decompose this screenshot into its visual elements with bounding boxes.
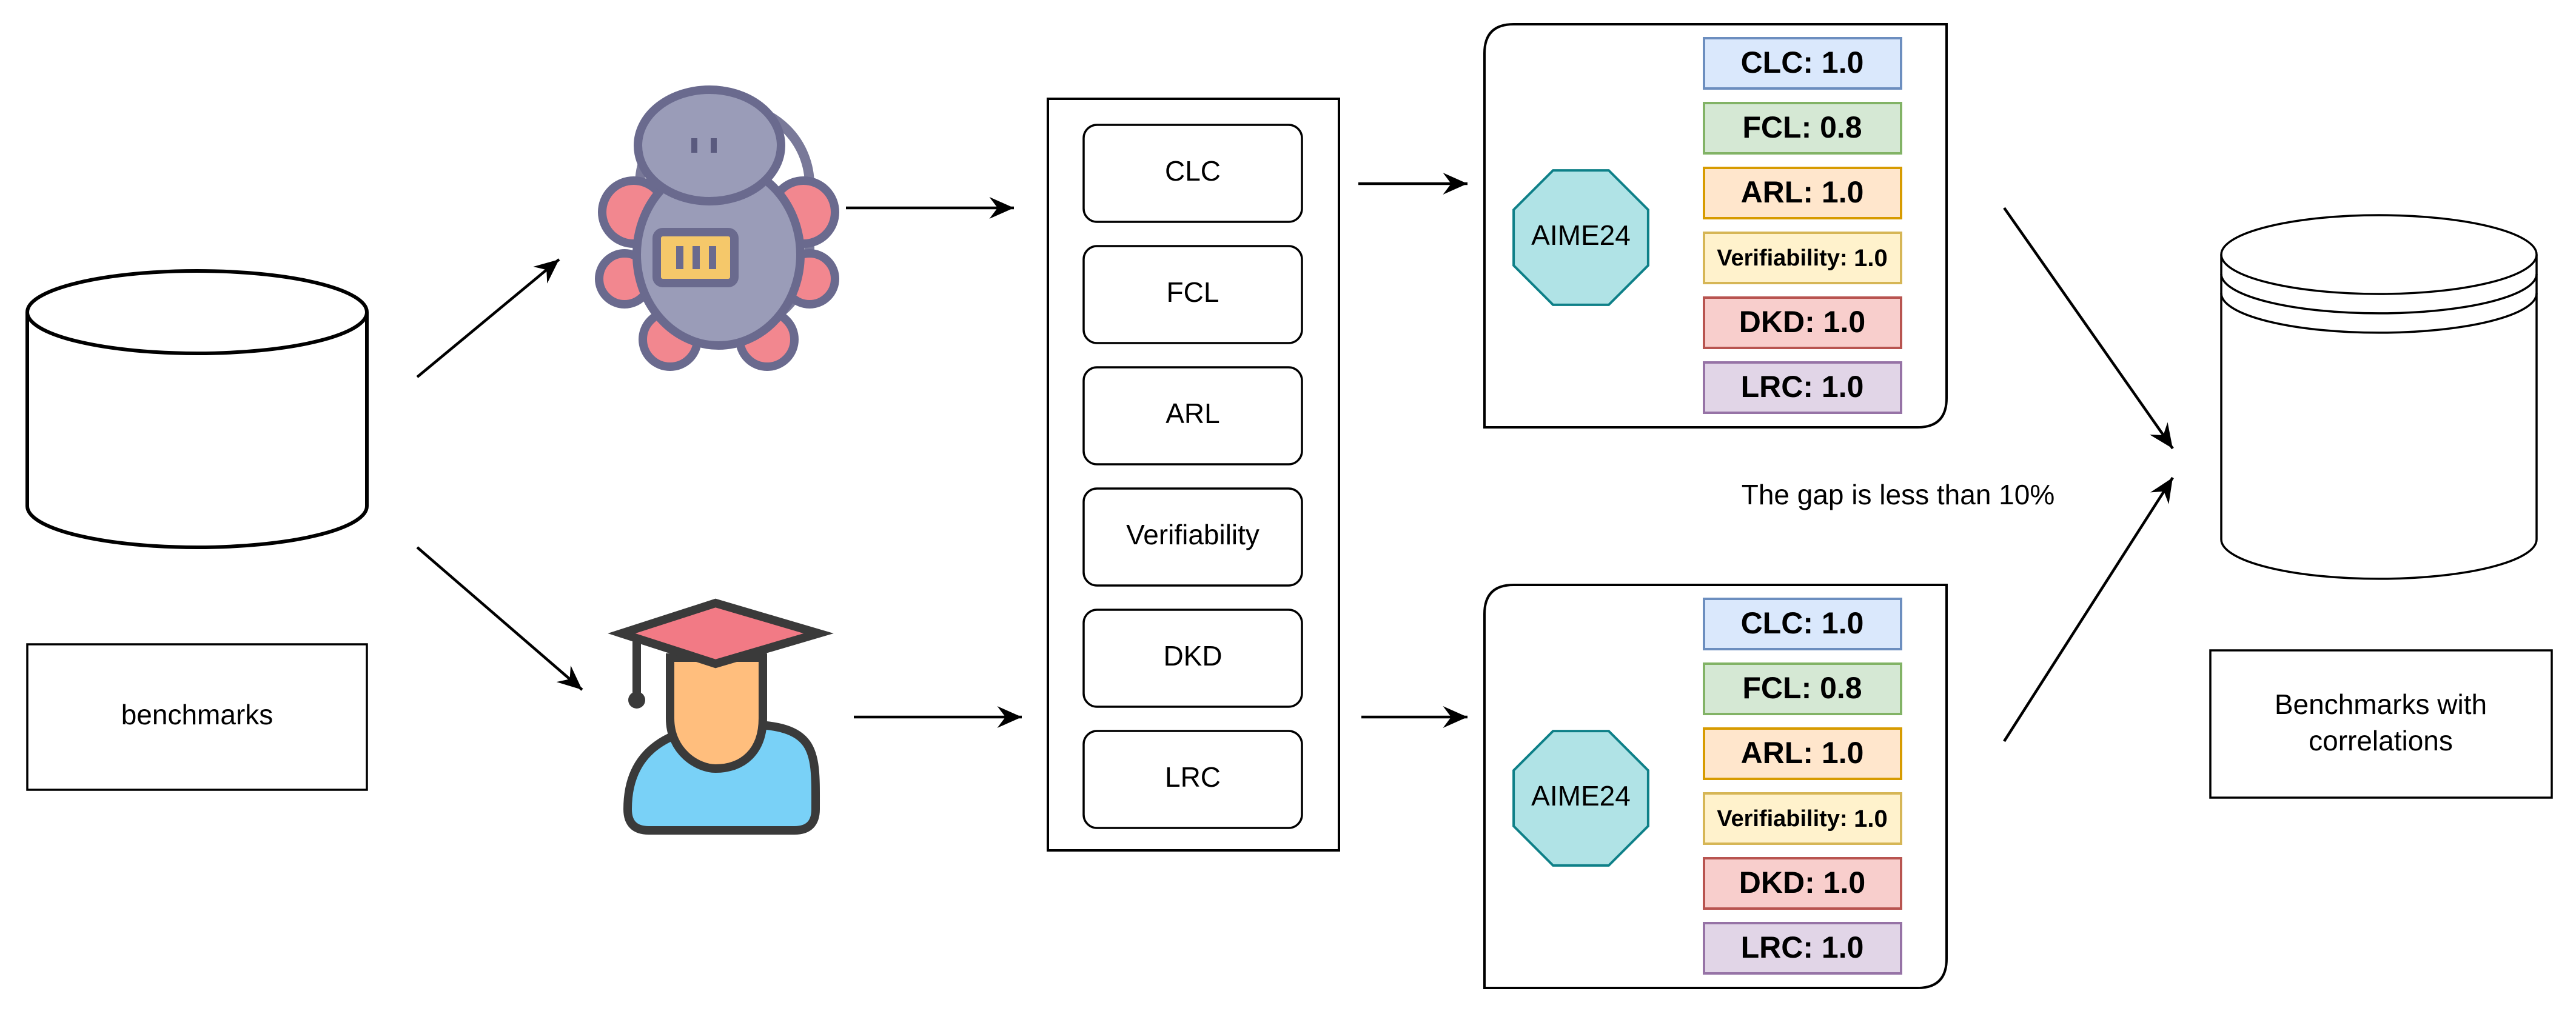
score-value: 1.0	[1822, 606, 1864, 640]
score-separator: :	[1805, 305, 1823, 339]
score-badge-verifiability: Verifiability: 1.0	[1703, 792, 1902, 845]
benchmark-octagon	[1512, 730, 1649, 867]
svg-text:ARL: 1.0: ARL: 1.0	[1741, 736, 1864, 770]
svg-text:CLC: 1.0: CLC: 1.0	[1741, 606, 1864, 640]
score-value: 1.0	[1854, 245, 1888, 272]
criterion-label: CLC	[1165, 155, 1221, 187]
score-badge-fcl: FCL: 0.8	[1703, 102, 1902, 155]
score-separator: :	[1802, 110, 1820, 144]
benchmarks-label: benchmarks	[121, 699, 273, 730]
svg-text:FCL: 0.8: FCL: 0.8	[1742, 110, 1862, 144]
score-value: 1.0	[1822, 930, 1864, 964]
criterion-lrc: LRC	[1082, 730, 1303, 829]
score-metric-name: DKD	[1739, 866, 1805, 899]
score-badge-fcl: FCL: 0.8	[1703, 662, 1902, 715]
score-badge-arl: ARL: 1.0	[1703, 727, 1902, 780]
score-badge-arl: ARL: 1.0	[1703, 167, 1902, 219]
svg-text:Verifiability: 1.0: Verifiability: 1.0	[1717, 806, 1888, 832]
criterion-dkd: DKD	[1082, 609, 1303, 708]
score-value: 1.0	[1823, 305, 1866, 339]
score-metric-name: LRC	[1741, 370, 1803, 404]
criterion-verifiability: Verifiability	[1082, 487, 1303, 587]
svg-text:ARL: 1.0: ARL: 1.0	[1741, 175, 1864, 209]
score-value: 0.8	[1820, 671, 1862, 705]
score-metric-name: ARL	[1741, 175, 1803, 209]
criterion-clc: CLC	[1082, 124, 1303, 223]
score-value: 0.8	[1820, 110, 1862, 144]
benchmark-name: AIME24	[1531, 780, 1631, 812]
svg-text:Verifiability: 1.0: Verifiability: 1.0	[1717, 245, 1888, 272]
svg-text:CLC: 1.0: CLC: 1.0	[1741, 45, 1864, 79]
score-metric-name: CLC	[1741, 45, 1803, 79]
arrow-bottom-panel-to-output	[2003, 476, 2174, 742]
score-badge-lrc: LRC: 1.0	[1703, 922, 1902, 975]
svg-text:FCL: 0.8: FCL: 0.8	[1742, 671, 1862, 705]
criterion-label: Verifiability	[1126, 519, 1259, 550]
score-metric-name: Verifiability	[1717, 245, 1840, 271]
criterion-label: LRC	[1165, 761, 1221, 793]
arrow-db-to-human	[416, 546, 583, 691]
score-value: 1.0	[1822, 45, 1864, 79]
score-metric-name: ARL	[1741, 736, 1803, 770]
criterion-arl: ARL	[1082, 366, 1303, 465]
score-value: 1.0	[1854, 806, 1888, 832]
score-metric-name: CLC	[1741, 606, 1803, 640]
score-badge-lrc: LRC: 1.0	[1703, 361, 1902, 414]
svg-text:DKD: 1.0: DKD: 1.0	[1739, 866, 1865, 899]
svg-text:DKD: 1.0: DKD: 1.0	[1739, 305, 1865, 339]
score-separator: :	[1803, 736, 1822, 770]
score-separator: :	[1803, 175, 1822, 209]
score-separator: :	[1803, 45, 1822, 79]
score-metric-name: Verifiability	[1717, 806, 1840, 832]
score-separator: :	[1803, 606, 1822, 640]
criterion-label: ARL	[1166, 398, 1219, 429]
robot-icon	[595, 85, 839, 371]
criteria-panel	[1047, 98, 1340, 852]
score-metric-name: FCL	[1742, 671, 1801, 705]
correlated-benchmarks-database-icon	[2220, 214, 2538, 580]
score-metric-name: LRC	[1741, 930, 1803, 964]
human-annotator-icon	[608, 598, 834, 835]
output-label-line2: correlations	[2309, 725, 2453, 756]
score-separator: :	[1803, 930, 1822, 964]
arrow-top-panel-to-output	[2003, 207, 2174, 450]
score-value: 1.0	[1822, 175, 1864, 209]
score-metric-name: FCL	[1742, 110, 1801, 144]
benchmarks-database-icon	[25, 269, 369, 549]
output-label-box: Benchmarks with correlations	[2209, 649, 2553, 799]
score-badge-clc: CLC: 1.0	[1703, 598, 1902, 650]
score-value: 1.0	[1823, 866, 1866, 899]
gap-note: The gap is less than 10%	[1742, 479, 2055, 510]
score-metric-name: DKD	[1739, 305, 1805, 339]
score-separator: :	[1802, 671, 1820, 705]
svg-text:LRC: 1.0: LRC: 1.0	[1741, 930, 1864, 964]
score-badge-dkd: DKD: 1.0	[1703, 857, 1902, 910]
score-badge-clc: CLC: 1.0	[1703, 37, 1902, 90]
score-separator: :	[1840, 806, 1854, 832]
score-value: 1.0	[1822, 370, 1864, 404]
criterion-label: FCL	[1167, 276, 1219, 308]
benchmark-name: AIME24	[1531, 219, 1631, 251]
benchmark-octagon	[1512, 169, 1649, 306]
svg-text:LRC: 1.0: LRC: 1.0	[1741, 370, 1864, 404]
output-label-line1: Benchmarks with	[2275, 689, 2487, 720]
score-separator: :	[1805, 866, 1823, 899]
score-separator: :	[1840, 245, 1854, 271]
score-separator: :	[1803, 370, 1822, 404]
arrow-db-to-llm	[416, 258, 560, 378]
score-badge-verifiability: Verifiability: 1.0	[1703, 232, 1902, 284]
score-badge-dkd: DKD: 1.0	[1703, 296, 1902, 349]
score-value: 1.0	[1822, 736, 1864, 770]
criterion-label: DKD	[1163, 640, 1222, 672]
benchmarks-label-box: benchmarks	[26, 643, 368, 791]
criterion-fcl: FCL	[1082, 245, 1303, 344]
